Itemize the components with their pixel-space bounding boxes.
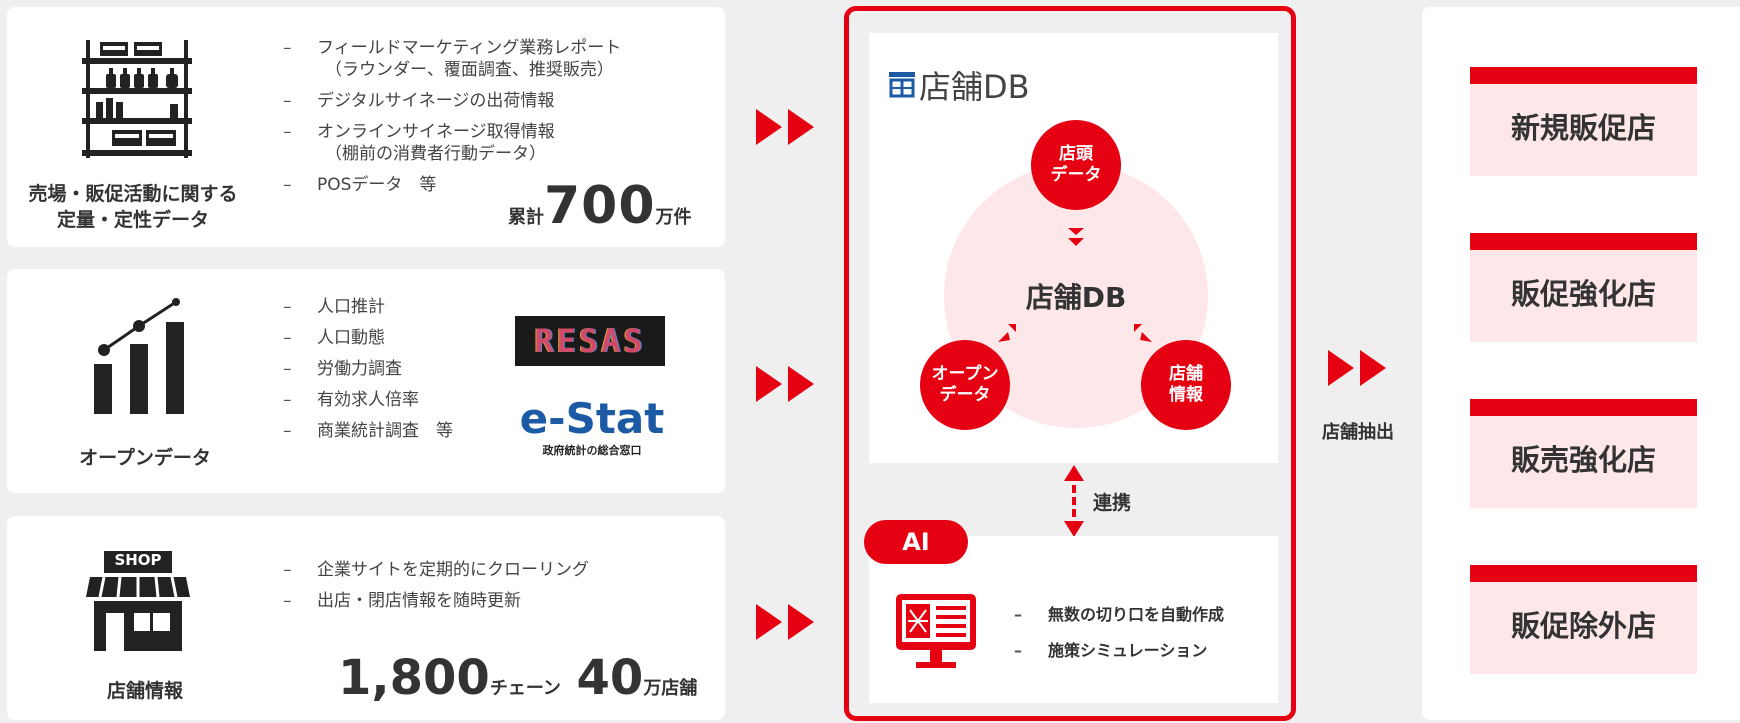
category-bar <box>1470 565 1697 582</box>
list-item: 有効求人倍率 <box>283 389 523 411</box>
monitor-analysis-icon <box>896 594 976 668</box>
double-arrow-icon <box>756 366 814 402</box>
store-category-sales-boost: 販売強化店 <box>1470 399 1697 508</box>
double-arrow-icon <box>1328 350 1386 386</box>
list-item: POSデータ 等 <box>283 174 703 196</box>
list-item: 労働力調査 <box>283 358 523 380</box>
category-label: 販促強化店 <box>1510 277 1656 311</box>
shop-icon-text: SHOP <box>114 551 162 569</box>
list-item: オンラインサイネージ取得情報（棚前の消費者行動データ） <box>283 121 703 165</box>
chain-unit: チェーン <box>489 678 561 699</box>
shelf-icon <box>82 40 192 158</box>
row1-total: 累計700万件 <box>508 180 692 232</box>
category-bar <box>1470 67 1697 84</box>
row1-total-prefix: 累計 <box>508 207 544 228</box>
category-label: 新規販促店 <box>1510 111 1656 145</box>
store-db-logo: 店舗DB <box>887 62 1030 108</box>
list-item: 商業統計調査 等 <box>283 420 523 442</box>
store-category-new-promo: 新規販促店 <box>1470 67 1697 176</box>
store-unit: 万店舗 <box>643 678 698 699</box>
list-item: 無数の切り口を自動作成 <box>1014 604 1284 626</box>
estat-logo-sub: 政府統計の総合窓口 <box>542 444 642 457</box>
link-label: 連携 <box>1093 492 1132 514</box>
arrow-right-down-icon <box>1134 324 1152 342</box>
store-count: 40 <box>576 650 644 706</box>
resas-logo: RESAS <box>515 316 665 366</box>
row3-totals: 1,800チェーン 40万店舗 <box>338 652 697 704</box>
list-item: 企業サイトを定期的にクローリング <box>283 559 703 581</box>
row2-list: 人口推計 人口動態 労働力調査 有効求人倍率 商業統計調査 等 <box>283 296 523 451</box>
row2-caption: オープンデータ <box>79 447 211 469</box>
arrow-down-icon <box>1068 228 1084 246</box>
row1-list: フィールドマーケティング業務レポート（ラウンダー、覆面調査、推奨販売） デジタル… <box>283 37 703 205</box>
store-category-promo-excluded: 販促除外店 <box>1470 565 1697 674</box>
double-arrow-icon <box>756 109 814 145</box>
store-db-logo-icon <box>889 72 915 98</box>
node-store-info: 店舗 情報 <box>1141 340 1231 430</box>
list-item: デジタルサイネージの出荷情報 <box>283 90 703 112</box>
bar-chart-icon <box>94 298 184 414</box>
row1-total-unit: 万件 <box>655 207 692 228</box>
arrow-left-down-icon <box>998 324 1016 342</box>
row1-caption: 売場・販促活動に関する 定量・定性データ <box>18 181 248 233</box>
category-bar <box>1470 399 1697 416</box>
row3-caption: 店舗情報 <box>106 680 183 702</box>
list-item: 人口動態 <box>283 327 523 349</box>
resas-logo-text: RESAS <box>534 322 646 360</box>
estat-logo: e-Stat 政府統計の総合窓口 <box>512 396 672 458</box>
row3-list: 企業サイトを定期的にクローリング 出店・閉店情報を随時更新 <box>283 559 703 621</box>
row1-caption-line1: 売場・販促活動に関する <box>28 183 238 205</box>
row1-caption-line2: 定量・定性データ <box>56 209 209 231</box>
node-store-front-data: 店頭 データ <box>1031 120 1121 210</box>
shop-icon <box>86 551 190 651</box>
node-label: オープン データ <box>931 364 999 405</box>
bidirectional-arrow-icon <box>1064 465 1084 537</box>
store-db-logo-title: 店舗DB <box>919 68 1030 106</box>
chain-count: 1,800 <box>338 650 490 706</box>
list-item: 施策シミュレーション <box>1014 640 1284 662</box>
category-bar <box>1470 233 1697 250</box>
row1-total-value: 700 <box>544 176 656 236</box>
list-item: フィールドマーケティング業務レポート（ラウンダー、覆面調査、推奨販売） <box>283 37 703 81</box>
hub-label: 店舗DB <box>1025 281 1127 314</box>
estat-logo-text: e-Stat <box>519 394 665 443</box>
category-label: 販促除外店 <box>1510 609 1656 643</box>
double-arrow-icon <box>756 604 814 640</box>
node-label: 店頭 データ <box>1050 144 1102 185</box>
node-open-data: オープン データ <box>920 340 1010 430</box>
ai-badge: AI <box>864 520 968 564</box>
node-label: 店舗 情報 <box>1169 364 1203 405</box>
store-category-promo-boost: 販促強化店 <box>1470 233 1697 342</box>
list-item: 人口推計 <box>283 296 523 318</box>
extract-label: 店舗抽出 <box>1322 422 1394 443</box>
ai-list: 無数の切り口を自動作成 施策シミュレーション <box>1014 604 1284 671</box>
category-label: 販売強化店 <box>1510 443 1656 477</box>
list-item: 出店・閉店情報を随時更新 <box>283 590 703 612</box>
